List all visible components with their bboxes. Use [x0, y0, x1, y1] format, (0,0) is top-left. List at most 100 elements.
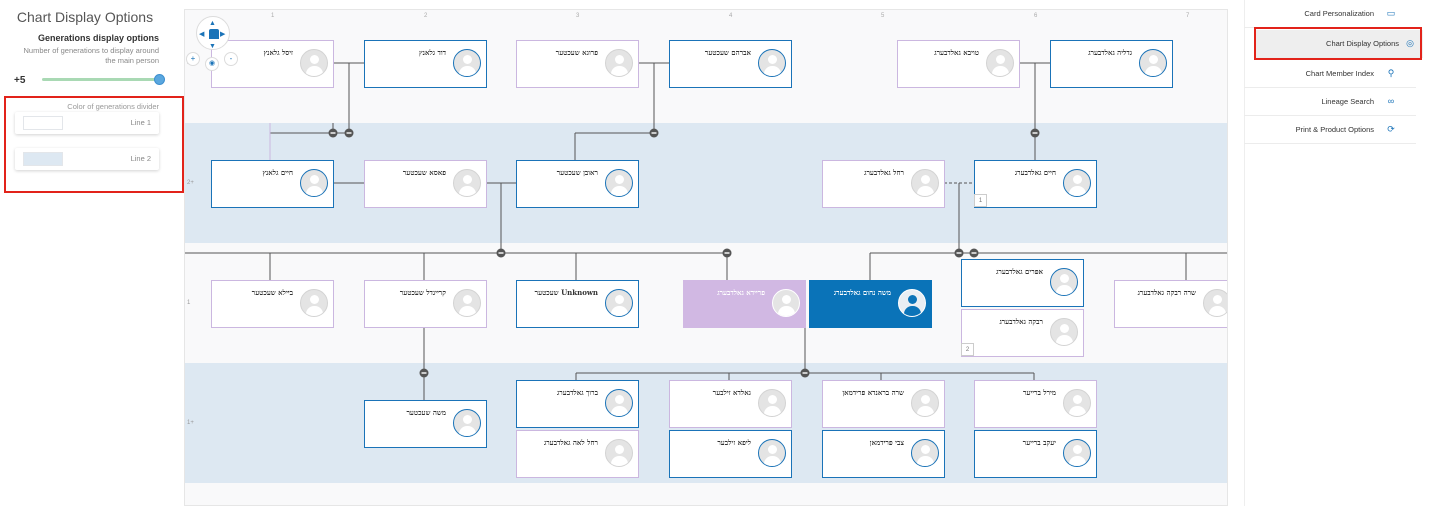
- avatar-icon: [453, 289, 481, 317]
- card-icon: ▭: [1386, 8, 1396, 18]
- highlight-box: [1254, 27, 1422, 60]
- menu-chart-display-options[interactable]: Chart Display Options ◎: [1255, 30, 1423, 58]
- connector-lines: [185, 62, 1227, 400]
- generations-slider[interactable]: [42, 78, 160, 81]
- avatar-icon: [300, 49, 328, 77]
- link-icon: ∞: [1387, 96, 1395, 106]
- line-1-label: Line 1: [130, 118, 151, 127]
- person-name: רחל גאלדבערג: [864, 168, 904, 177]
- avatar-icon: [898, 289, 926, 317]
- person-card[interactable]: פאסא שעכטער: [364, 160, 487, 208]
- avatar-icon: [1063, 169, 1091, 197]
- person-card[interactable]: ברוך גאלדבערג: [516, 380, 639, 428]
- person-name: זיסל גלאנץ: [263, 48, 293, 57]
- person-name: ליפא זילבער: [717, 438, 751, 447]
- slider-handle[interactable]: [154, 74, 165, 85]
- line-2-label: Line 2: [130, 154, 151, 163]
- avatar-icon: [911, 169, 939, 197]
- generation-number: 1: [187, 300, 191, 306]
- person-card[interactable]: גאלדא זילבער: [669, 380, 792, 428]
- person-name: חיים גלאנץ: [262, 168, 293, 177]
- slider-value: +5: [14, 75, 26, 86]
- person-name: אברהם שעכטער: [704, 48, 751, 57]
- column-number: 2: [424, 13, 428, 19]
- person-card[interactable]: שעכטער Unknown: [516, 280, 639, 328]
- column-number: 1: [271, 13, 275, 19]
- person-card[interactable]: פרוגא שעכטער: [516, 40, 639, 88]
- line-2-option[interactable]: Line 2: [15, 148, 159, 170]
- person-name: שרה רבקה גאלדבערג: [1137, 288, 1196, 297]
- person-card[interactable]: חיים גלאנץ: [211, 160, 334, 208]
- person-card[interactable]: משה שעכטער: [364, 400, 487, 448]
- right-menu: [1244, 0, 1429, 506]
- person-card[interactable]: גדליה גאלדבערג: [1050, 40, 1173, 88]
- line-2-swatch[interactable]: [23, 152, 63, 166]
- person-name: מירל ברייער: [1022, 388, 1056, 397]
- line-1-option[interactable]: Line 1: [15, 112, 159, 134]
- menu-lineage-search[interactable]: Lineage Search ∞: [1244, 88, 1416, 116]
- search-icon: ⚲: [1387, 68, 1395, 78]
- person-card[interactable]: שרה בראנדא פרידמאן: [822, 380, 945, 428]
- person-name: שרה בראנדא פרידמאן: [842, 388, 904, 397]
- person-name: פריידא גאלדבערג: [717, 288, 765, 297]
- avatar-icon: [758, 49, 786, 77]
- print-icon: ⟳: [1387, 124, 1395, 134]
- person-card[interactable]: שרה רבקה גאלדבערג: [1114, 280, 1227, 328]
- person-card[interactable]: חיים גאלדבערג: [974, 160, 1097, 208]
- person-card[interactable]: רחל גאלדבערג: [822, 160, 945, 208]
- person-name: משה נחום גאלדבערג: [833, 288, 891, 297]
- person-card[interactable]: יעקב ברייער: [974, 430, 1097, 478]
- menu-label: Chart Display Options: [1326, 39, 1399, 48]
- display-icon: ◎: [1406, 38, 1414, 48]
- menu-print-product-options[interactable]: Print & Product Options ⟳: [1244, 116, 1416, 144]
- person-card[interactable]: פריידא גאלדבערג: [683, 280, 806, 328]
- person-name: פאסא שעכטער: [402, 168, 446, 177]
- person-card[interactable]: אפרים גאלדבערג: [961, 259, 1084, 307]
- person-name: שעכטער Unknown: [534, 288, 598, 297]
- pan-right-icon[interactable]: ▶: [220, 31, 226, 38]
- avatar-icon: [1063, 389, 1091, 417]
- person-card[interactable]: מירל ברייער: [974, 380, 1097, 428]
- person-name: משה שעכטער: [406, 408, 446, 417]
- person-card[interactable]: דוד גלאנץ: [364, 40, 487, 88]
- menu-label: Chart Member Index: [1305, 69, 1374, 78]
- eye-icon[interactable]: ◉: [205, 57, 219, 71]
- person-card[interactable]: צבי פרידמאן: [822, 430, 945, 478]
- person-card[interactable]: משה נחום גאלדבערג: [809, 280, 932, 328]
- menu-label: Print & Product Options: [1295, 125, 1374, 134]
- column-number: 3: [576, 13, 580, 19]
- pan-left-icon[interactable]: ◀: [199, 31, 205, 38]
- zoom-out-button[interactable]: -: [224, 52, 238, 66]
- person-card[interactable]: קריינדל שעכטער: [364, 280, 487, 328]
- line-1-swatch[interactable]: [23, 116, 63, 130]
- menu-card-personalization[interactable]: Card Personalization ▭: [1244, 0, 1416, 28]
- avatar-icon: [605, 389, 633, 417]
- person-card[interactable]: טויבא גאלדבערג: [897, 40, 1020, 88]
- pan-down-icon[interactable]: ▼: [209, 43, 216, 50]
- person-name: ראובן שעכטער: [556, 168, 598, 177]
- pan-up-icon[interactable]: ▲: [209, 20, 216, 27]
- avatar-icon: [605, 169, 633, 197]
- person-card[interactable]: אברהם שעכטער: [669, 40, 792, 88]
- count-badge[interactable]: 2: [961, 343, 974, 356]
- person-card[interactable]: רבקה גאלדבערג: [961, 309, 1084, 357]
- person-card[interactable]: ליפא זילבער: [669, 430, 792, 478]
- person-name: צבי פרידמאן: [869, 438, 904, 447]
- person-name: טויבא גאלדבערג: [934, 48, 979, 57]
- menu-label: Lineage Search: [1321, 97, 1374, 106]
- menu-chart-member-index[interactable]: Chart Member Index ⚲: [1244, 60, 1416, 88]
- family-tree-chart[interactable]: 1 2 3 4 5 6 7 3 2+ 1 1+: [184, 9, 1228, 506]
- count-badge[interactable]: 1: [974, 194, 987, 207]
- person-card[interactable]: ראובן שעכטער: [516, 160, 639, 208]
- person-card[interactable]: ביילא שעכטער: [211, 280, 334, 328]
- avatar-icon: [605, 289, 633, 317]
- person-card[interactable]: רחל לאה גאלדבערג: [516, 430, 639, 478]
- zoom-in-button[interactable]: +: [186, 52, 200, 66]
- avatar-icon: [758, 389, 786, 417]
- person-name: חיים גאלדבערג: [1014, 168, 1056, 177]
- person-name: ביילא שעכטער: [251, 288, 293, 297]
- home-icon[interactable]: [209, 29, 219, 39]
- avatar-icon: [1050, 268, 1078, 296]
- pan-control[interactable]: ▲ ▼ ◀ ▶: [196, 16, 230, 50]
